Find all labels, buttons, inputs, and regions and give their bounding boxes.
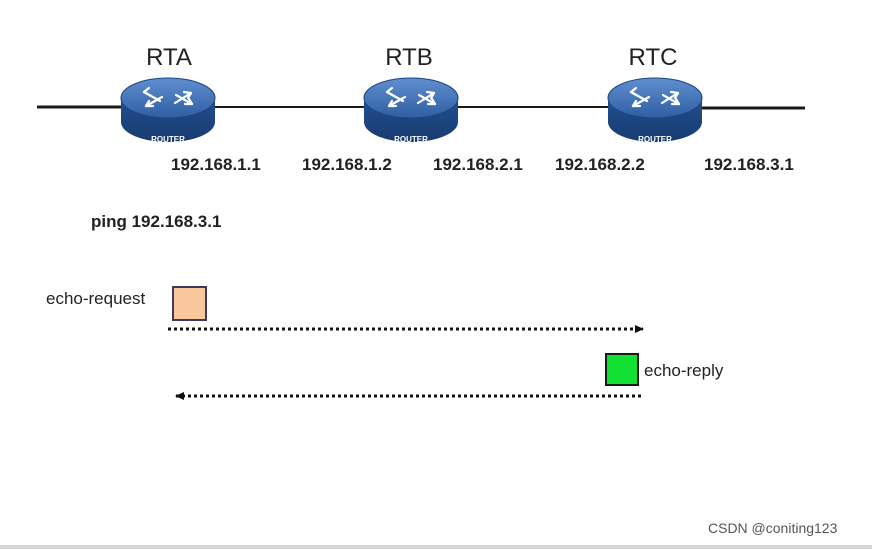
watermark: CSDN @coniting123 [708,520,838,536]
ip-rta-right: 192.168.1.1 [171,155,261,174]
router-rta-name: RTA [146,44,192,71]
router-rtc-name: RTC [628,44,678,71]
router-rtc-badge: ROUTER [638,135,672,144]
ip-rtc-left: 192.168.2.2 [555,155,645,174]
ping-command: ping 192.168.3.1 [91,212,222,231]
router-rtb-badge: ROUTER [394,135,428,144]
echo-reply-label: echo-reply [644,361,724,380]
bottom-border [0,545,872,549]
router-rtb-icon: ROUTER [363,77,459,144]
echo-reply-packet [605,353,639,386]
router-rta-icon: ROUTER [120,77,216,144]
router-rtc-icon: ROUTER [607,77,703,144]
router-rtb-name: RTB [385,44,433,71]
echo-request-packet [172,286,207,321]
ip-rtb-left: 192.168.1.2 [302,155,392,174]
echo-request-label: echo-request [46,289,146,308]
ip-rtc-right: 192.168.3.1 [704,155,794,174]
router-rta-badge: ROUTER [151,135,185,144]
ip-rtb-right: 192.168.2.1 [433,155,523,174]
